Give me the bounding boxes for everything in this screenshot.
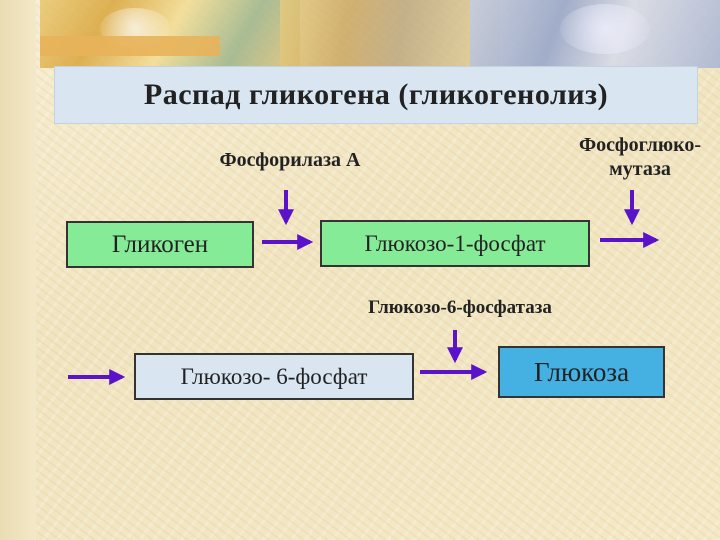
title-box: Распад гликогена (гликогенолиз) [54,66,698,124]
left-decorative-strip [0,0,36,540]
slide-title: Распад гликогена (гликогенолиз) [143,78,609,111]
enzyme-label-phosphorylase: Фосфорилаза А [219,149,361,171]
enzyme-label-phosphoglucomutase-line1: Фосфоглюко- [578,134,702,156]
compound-box-glucose: Глюкоза [498,346,665,398]
enzyme-label-phosphatase: Глюкозо-6-фосфатаза [368,297,552,318]
enzyme-label-phosphoglucomutase-line2: мутаза [609,158,671,180]
compound-box-glucose-6-phosphate: Глюкозо- 6-фосфат [134,353,414,400]
enzyme-label-phosphoglucomutase: Фосфоглюко- мутаза [555,133,720,181]
compound-box-glycogen: Гликоген [66,221,254,268]
compound-box-glucose-1-phosphate: Глюкозо-1-фосфат [320,220,590,267]
orange-accent-bar [40,36,220,56]
